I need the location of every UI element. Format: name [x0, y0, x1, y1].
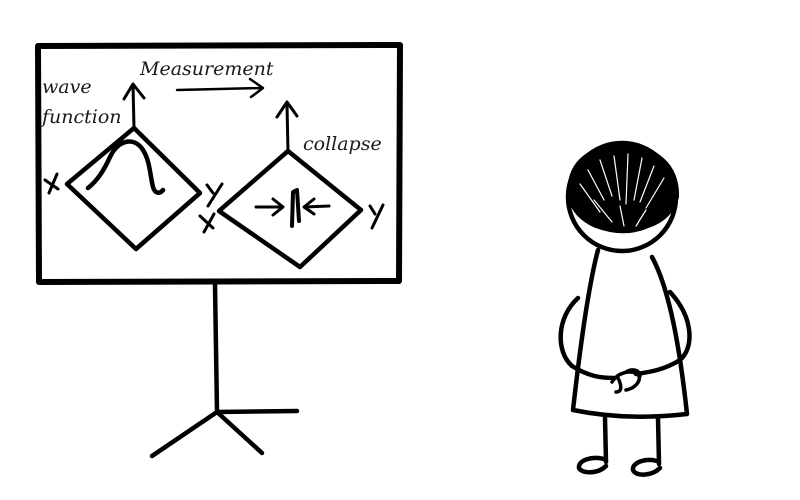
wave-function-diagram: x y	[43, 82, 224, 252]
collapse-spike	[290, 188, 301, 228]
collapse-arrow-left-icon	[254, 197, 285, 217]
observer-leg-right	[655, 415, 662, 467]
left-axis-x-mark	[43, 172, 60, 195]
easel-pole	[212, 281, 220, 415]
right-axis-x-mark	[198, 212, 216, 234]
observer-hair	[567, 143, 680, 234]
observer-body	[570, 247, 690, 419]
measurement-arrow-icon	[175, 77, 265, 99]
right-vertical-arrow-icon	[275, 100, 299, 154]
observer-arm-left	[558, 295, 617, 381]
observer-foot-left	[576, 455, 609, 475]
observer-figure	[558, 140, 692, 477]
observer-leg-left	[602, 415, 609, 465]
hair-strokes	[579, 153, 665, 227]
label-collapse: collapse	[303, 133, 382, 155]
easel-leg-left	[149, 409, 220, 459]
left-axis-y-mark	[205, 182, 224, 208]
left-diamond	[64, 125, 203, 252]
whiteboard	[35, 42, 403, 285]
observer-hands	[610, 368, 642, 394]
easel-leg-right	[214, 409, 265, 456]
observer-foot-right	[630, 457, 663, 477]
collapse-diagram: x y	[198, 100, 385, 270]
wave-curve	[85, 139, 166, 195]
collapse-arrow-right-icon	[302, 197, 331, 216]
easel-stand	[149, 281, 300, 459]
label-function: function	[40, 106, 122, 128]
easel-leg-back	[214, 408, 300, 415]
whiteboard-frame	[35, 42, 403, 285]
label-measurement: Measurement	[139, 58, 274, 80]
label-wave: wave	[42, 76, 92, 98]
right-diamond	[216, 148, 364, 270]
right-axis-y-mark	[368, 203, 385, 230]
left-vertical-arrow-icon	[122, 82, 146, 130]
observer-arm-right	[633, 289, 692, 377]
